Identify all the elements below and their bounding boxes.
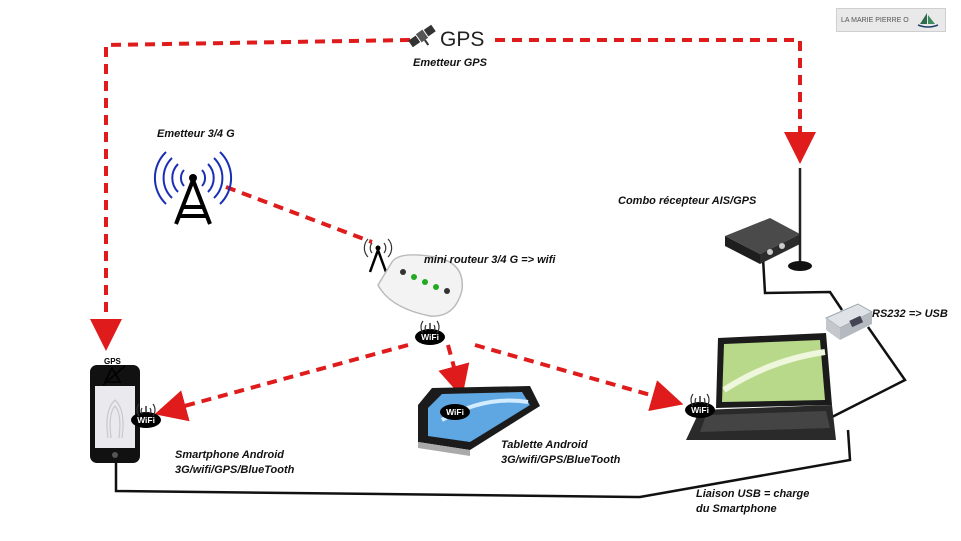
- satellite-icon: [408, 24, 436, 48]
- wireless-links: [154, 185, 684, 422]
- smartphone-label: Smartphone Android 3G/wifi/GPS/BlueTooth: [175, 448, 294, 478]
- rs232-label: RS232 => USB: [872, 308, 948, 320]
- cell-tower-icon: [153, 151, 233, 225]
- router-antenna-icon: [363, 238, 393, 273]
- sailboat-icon: [917, 13, 939, 28]
- wifi-icon: [440, 404, 470, 420]
- wifi-icon: [131, 403, 161, 428]
- tablet-label: Tablette Android 3G/wifi/GPS/BlueTooth: [501, 438, 620, 468]
- wifi-badge-text: WiFi: [446, 407, 464, 417]
- gps-signal-links: [90, 38, 816, 351]
- gps-title: GPS: [440, 28, 485, 51]
- cell-tower-label: Emetteur 3/4 G: [157, 128, 235, 140]
- brand-logo: LA MARIE PIERRE O: [836, 8, 946, 32]
- ais-gps-receiver-device: [725, 168, 812, 271]
- wifi-badge-text: WiFi: [137, 415, 155, 425]
- usb-link-label-line1: Liaison USB = charge: [696, 488, 810, 500]
- cables: [114, 257, 907, 499]
- wifi-icon: [685, 393, 715, 418]
- wifi-badge-text: WiFi: [421, 332, 439, 342]
- rs232-adapter-device: [824, 303, 874, 340]
- ais-gps-receiver-label: Combo récepteur AIS/GPS: [618, 195, 757, 207]
- smartphone-label-line2: 3G/wifi/GPS/BlueTooth: [175, 464, 295, 476]
- smartphone-device: [90, 365, 140, 463]
- usb-link-label-line2: du Smartphone: [696, 503, 777, 515]
- wifi-badge-text: WiFi: [691, 405, 709, 415]
- mini-router-device: [377, 254, 464, 317]
- tablet-label-line1: Tablette Android: [501, 439, 588, 451]
- mini-router-label: mini routeur 3/4 G => wifi: [424, 254, 556, 266]
- brand-logo-text: LA MARIE PIERRE O: [841, 17, 909, 24]
- smartphone-gps-badge: GPS: [104, 357, 122, 366]
- smartphone-gps-icon: [102, 365, 126, 386]
- tablet-label-line2: 3G/wifi/GPS/BlueTooth: [501, 454, 621, 466]
- smartphone-label-line1: Smartphone Android: [175, 449, 284, 461]
- usb-link-label: Liaison USB = charge du Smartphone: [696, 487, 809, 517]
- wifi-icon: [415, 320, 445, 345]
- gps-transmitter-label: Emetteur GPS: [413, 57, 487, 69]
- laptop-device: [686, 333, 836, 440]
